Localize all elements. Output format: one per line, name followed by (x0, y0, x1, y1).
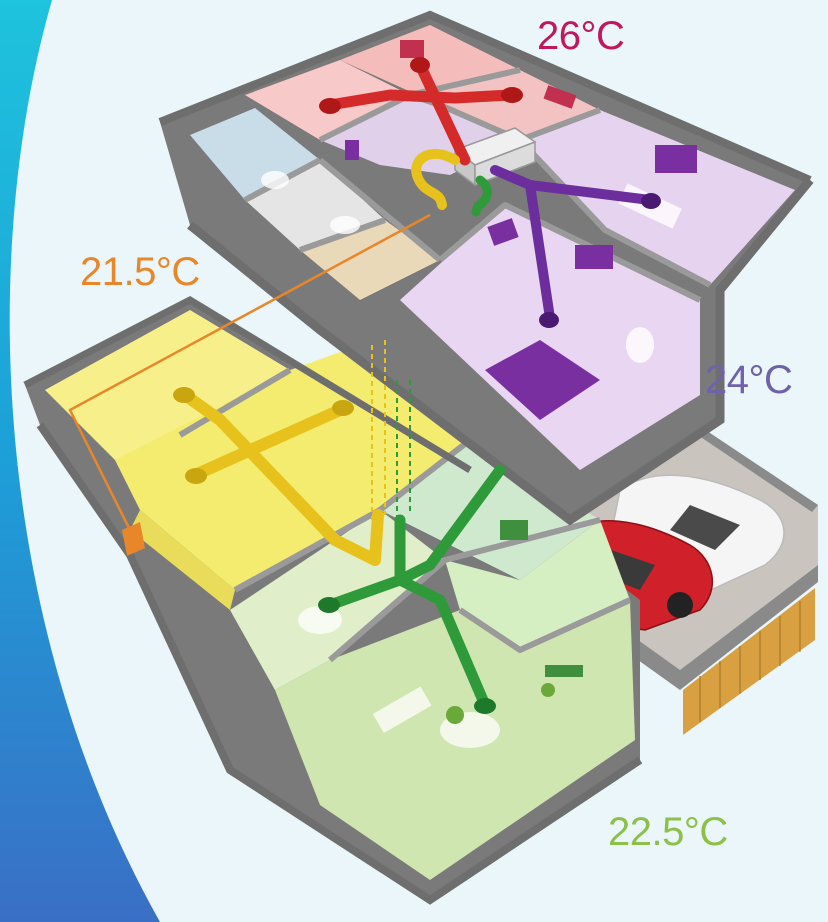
room-master (400, 205, 700, 470)
return-air-grille (122, 522, 145, 556)
green-duct-network (324, 464, 506, 711)
upper-floor (158, 10, 814, 526)
temperature-label-study: 21.5°C (80, 250, 200, 294)
temperature-label-bedrooms: 26°C (537, 14, 625, 58)
temperature-label-lounge: 22.5°C (608, 810, 728, 854)
ground-floor (23, 295, 643, 905)
duct-risers (371, 340, 411, 520)
room-office (115, 345, 470, 590)
purple-duct-network (490, 165, 655, 323)
yellow-duct-network (179, 389, 384, 566)
background-swoosh (0, 0, 160, 922)
rug (485, 340, 600, 420)
red-duct-network (324, 59, 516, 166)
room-kitchen (445, 520, 630, 650)
control-line (68, 213, 431, 531)
room-hall (380, 440, 600, 580)
room-study (45, 310, 290, 460)
temperature-label-upper-living: 24°C (705, 358, 793, 402)
